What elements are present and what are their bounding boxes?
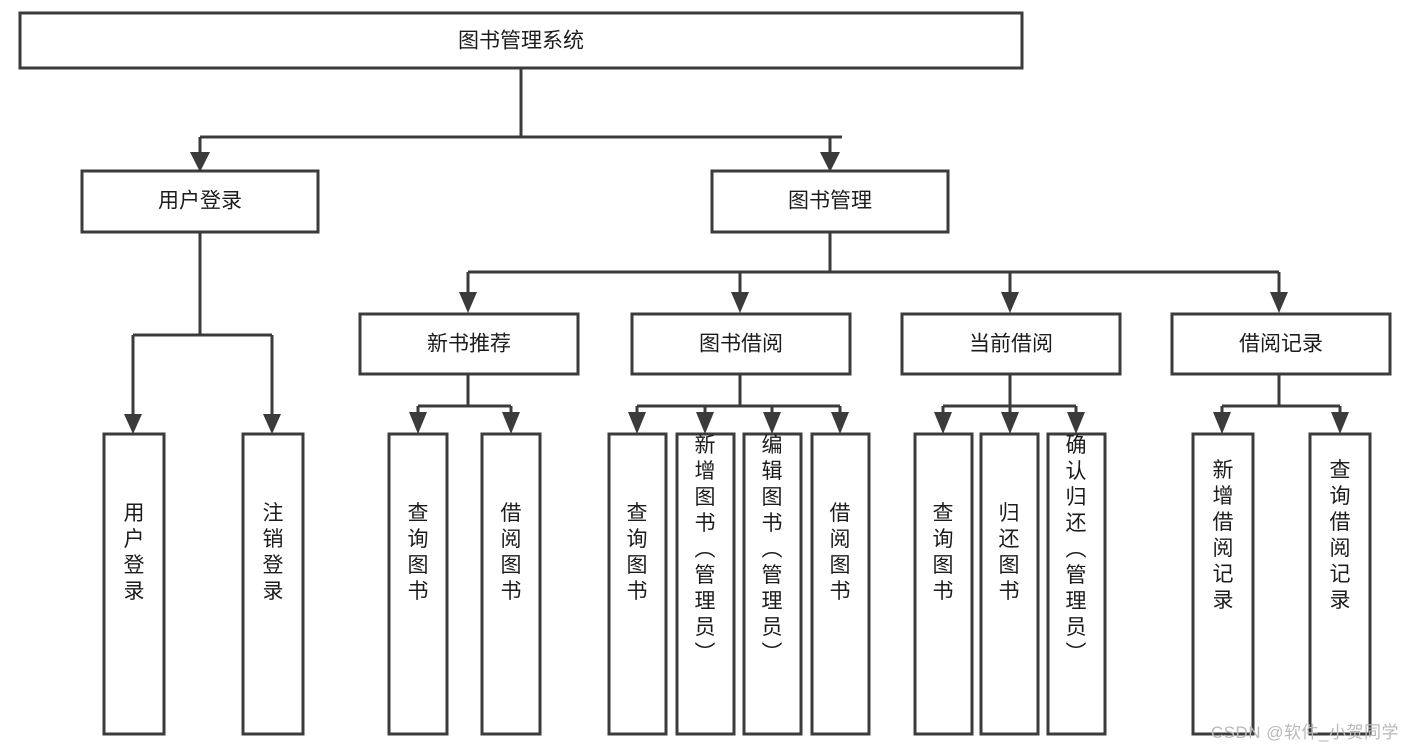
arrow-user-login-leaf-2 bbox=[263, 414, 281, 434]
connector-group-book-borrow bbox=[628, 374, 849, 434]
node-current-borrow[interactable]: 当前借阅 bbox=[900, 312, 1122, 376]
leaf-book-borrow-1-label: 查询图书 bbox=[627, 502, 648, 603]
leaf-current-borrow-3-box[interactable] bbox=[1046, 432, 1107, 736]
arrow-borrow-record-leaf-2 bbox=[1331, 412, 1349, 434]
leaf-current-borrow-1[interactable]: 查询图书 bbox=[913, 432, 974, 736]
arrow-current-borrow-leaf-2 bbox=[1001, 412, 1019, 434]
leaf-current-borrow-2-label: 归还图书 bbox=[999, 502, 1020, 603]
node-user-login[interactable]: 用户登录 bbox=[80, 169, 320, 234]
connector-group-borrow-record bbox=[1213, 374, 1349, 434]
arrow-book-borrow-leaf-2 bbox=[696, 412, 714, 434]
leaf-user-login-1-box[interactable] bbox=[102, 432, 166, 736]
connector-group-book-mgmt bbox=[459, 232, 1288, 313]
leaf-book-borrow-3[interactable]: 编辑图书︵管理员︶ bbox=[742, 432, 803, 736]
leaf-user-login-1[interactable]: 用户登录 bbox=[102, 432, 166, 736]
leaf-book-borrow-4-box[interactable] bbox=[810, 432, 871, 736]
leaf-book-borrow-1[interactable]: 查询图书 bbox=[607, 432, 668, 736]
leaf-current-borrow-1-box[interactable] bbox=[913, 432, 974, 736]
leaf-borrow-record-2-box[interactable] bbox=[1308, 432, 1372, 736]
node-new-book-recommend[interactable]: 新书推荐 bbox=[358, 312, 580, 376]
arrow-current-borrow-leaf-1 bbox=[934, 412, 952, 434]
node-current-borrow-label: 当前借阅 bbox=[969, 333, 1053, 356]
leaf-current-borrow-2-box[interactable] bbox=[979, 432, 1040, 736]
leaf-book-borrow-3-box[interactable] bbox=[742, 432, 803, 736]
arrow-new-books-leaf-2 bbox=[502, 412, 520, 434]
leaf-book-borrow-4-label: 借阅图书 bbox=[830, 502, 851, 603]
node-borrow-record[interactable]: 借阅记录 bbox=[1170, 312, 1392, 376]
leaf-borrow-record-1-box[interactable] bbox=[1191, 432, 1255, 736]
leaf-current-borrow-1-label: 查询图书 bbox=[933, 502, 954, 603]
arrow-root-to-book-mgmt bbox=[820, 152, 840, 172]
arrow-borrow-record-leaf-1 bbox=[1213, 412, 1231, 434]
leaf-user-login-2-label: 注销登录 bbox=[263, 502, 284, 603]
leaf-book-borrow-2[interactable]: 新增图书︵管理员︶ bbox=[675, 432, 736, 736]
node-book-borrow[interactable]: 图书借阅 bbox=[630, 312, 852, 376]
leaf-new-books-1[interactable]: 查询图书 bbox=[387, 432, 449, 736]
leaf-current-borrow-2[interactable]: 归还图书 bbox=[979, 432, 1040, 736]
leaf-new-books-2-box[interactable] bbox=[480, 432, 542, 736]
arrow-book-mgmt-to-current-borrow bbox=[1001, 292, 1019, 313]
connector-group-new-books bbox=[409, 374, 520, 434]
leaf-new-books-1-label: 查询图书 bbox=[408, 502, 429, 603]
node-book-management-box[interactable] bbox=[710, 169, 950, 234]
node-user-login-label: 用户登录 bbox=[158, 190, 242, 213]
arrow-book-mgmt-to-new-books bbox=[459, 292, 477, 313]
leaf-user-login-2-box[interactable] bbox=[241, 432, 305, 736]
arrow-book-borrow-leaf-3 bbox=[763, 412, 781, 434]
leaf-borrow-record-1[interactable]: 新增借阅记录 bbox=[1191, 432, 1255, 736]
node-book-management-label: 图书管理 bbox=[788, 190, 872, 213]
node-current-borrow-box[interactable] bbox=[900, 312, 1122, 376]
node-root[interactable]: 图书管理系统 bbox=[18, 11, 1024, 70]
node-new-book-recommend-label: 新书推荐 bbox=[427, 333, 511, 356]
connector-group-root bbox=[190, 68, 842, 172]
node-root-label: 图书管理系统 bbox=[458, 30, 584, 53]
leaf-user-login-2[interactable]: 注销登录 bbox=[241, 432, 305, 736]
arrow-book-mgmt-to-book-borrow bbox=[731, 292, 749, 313]
arrow-book-mgmt-to-borrow-record bbox=[1270, 292, 1288, 313]
node-borrow-record-box[interactable] bbox=[1170, 312, 1392, 376]
leaf-new-books-2[interactable]: 借阅图书 bbox=[480, 432, 542, 736]
node-borrow-record-label: 借阅记录 bbox=[1239, 333, 1323, 356]
node-new-book-recommend-box[interactable] bbox=[358, 312, 580, 376]
leaf-user-login-1-label: 用户登录 bbox=[124, 502, 145, 603]
node-book-borrow-label: 图书借阅 bbox=[699, 333, 783, 356]
leaf-book-borrow-2-label: 新增图书︵管理员︶ bbox=[695, 434, 716, 665]
leaf-book-borrow-3-label: 编辑图书︵管理员︶ bbox=[762, 434, 783, 665]
node-book-borrow-box[interactable] bbox=[630, 312, 852, 376]
arrow-root-to-user-login bbox=[190, 152, 210, 172]
csdn-watermark: CSDN @软件_小贺同学 bbox=[1210, 723, 1399, 742]
node-book-management[interactable]: 图书管理 bbox=[710, 169, 950, 234]
arrow-book-borrow-leaf-4 bbox=[831, 412, 849, 434]
arrow-book-borrow-leaf-1 bbox=[628, 412, 646, 434]
connector-group-user-login bbox=[124, 232, 281, 434]
leaf-borrow-record-2[interactable]: 查询借阅记录 bbox=[1308, 432, 1372, 736]
leaf-book-borrow-2-box[interactable] bbox=[675, 432, 736, 736]
leaf-book-borrow-4[interactable]: 借阅图书 bbox=[810, 432, 871, 736]
node-root-box[interactable] bbox=[18, 11, 1024, 70]
leaf-book-borrow-1-box[interactable] bbox=[607, 432, 668, 736]
leaf-current-borrow-3-label: 确认归还︵管理员︶ bbox=[1066, 434, 1087, 665]
leaf-new-books-1-box[interactable] bbox=[387, 432, 449, 736]
node-user-login-box[interactable] bbox=[80, 169, 320, 234]
arrow-current-borrow-leaf-3 bbox=[1067, 412, 1085, 434]
connector-group-current-borrow bbox=[934, 374, 1085, 434]
leaf-current-borrow-3[interactable]: 确认归还︵管理员︶ bbox=[1046, 432, 1107, 736]
arrow-user-login-leaf-1 bbox=[124, 414, 142, 434]
leaf-new-books-2-label: 借阅图书 bbox=[501, 502, 522, 603]
arrow-new-books-leaf-1 bbox=[409, 412, 427, 434]
leaf-borrow-record-2-label: 查询借阅记录 bbox=[1330, 459, 1351, 612]
leaf-borrow-record-1-label: 新增借阅记录 bbox=[1213, 459, 1234, 612]
